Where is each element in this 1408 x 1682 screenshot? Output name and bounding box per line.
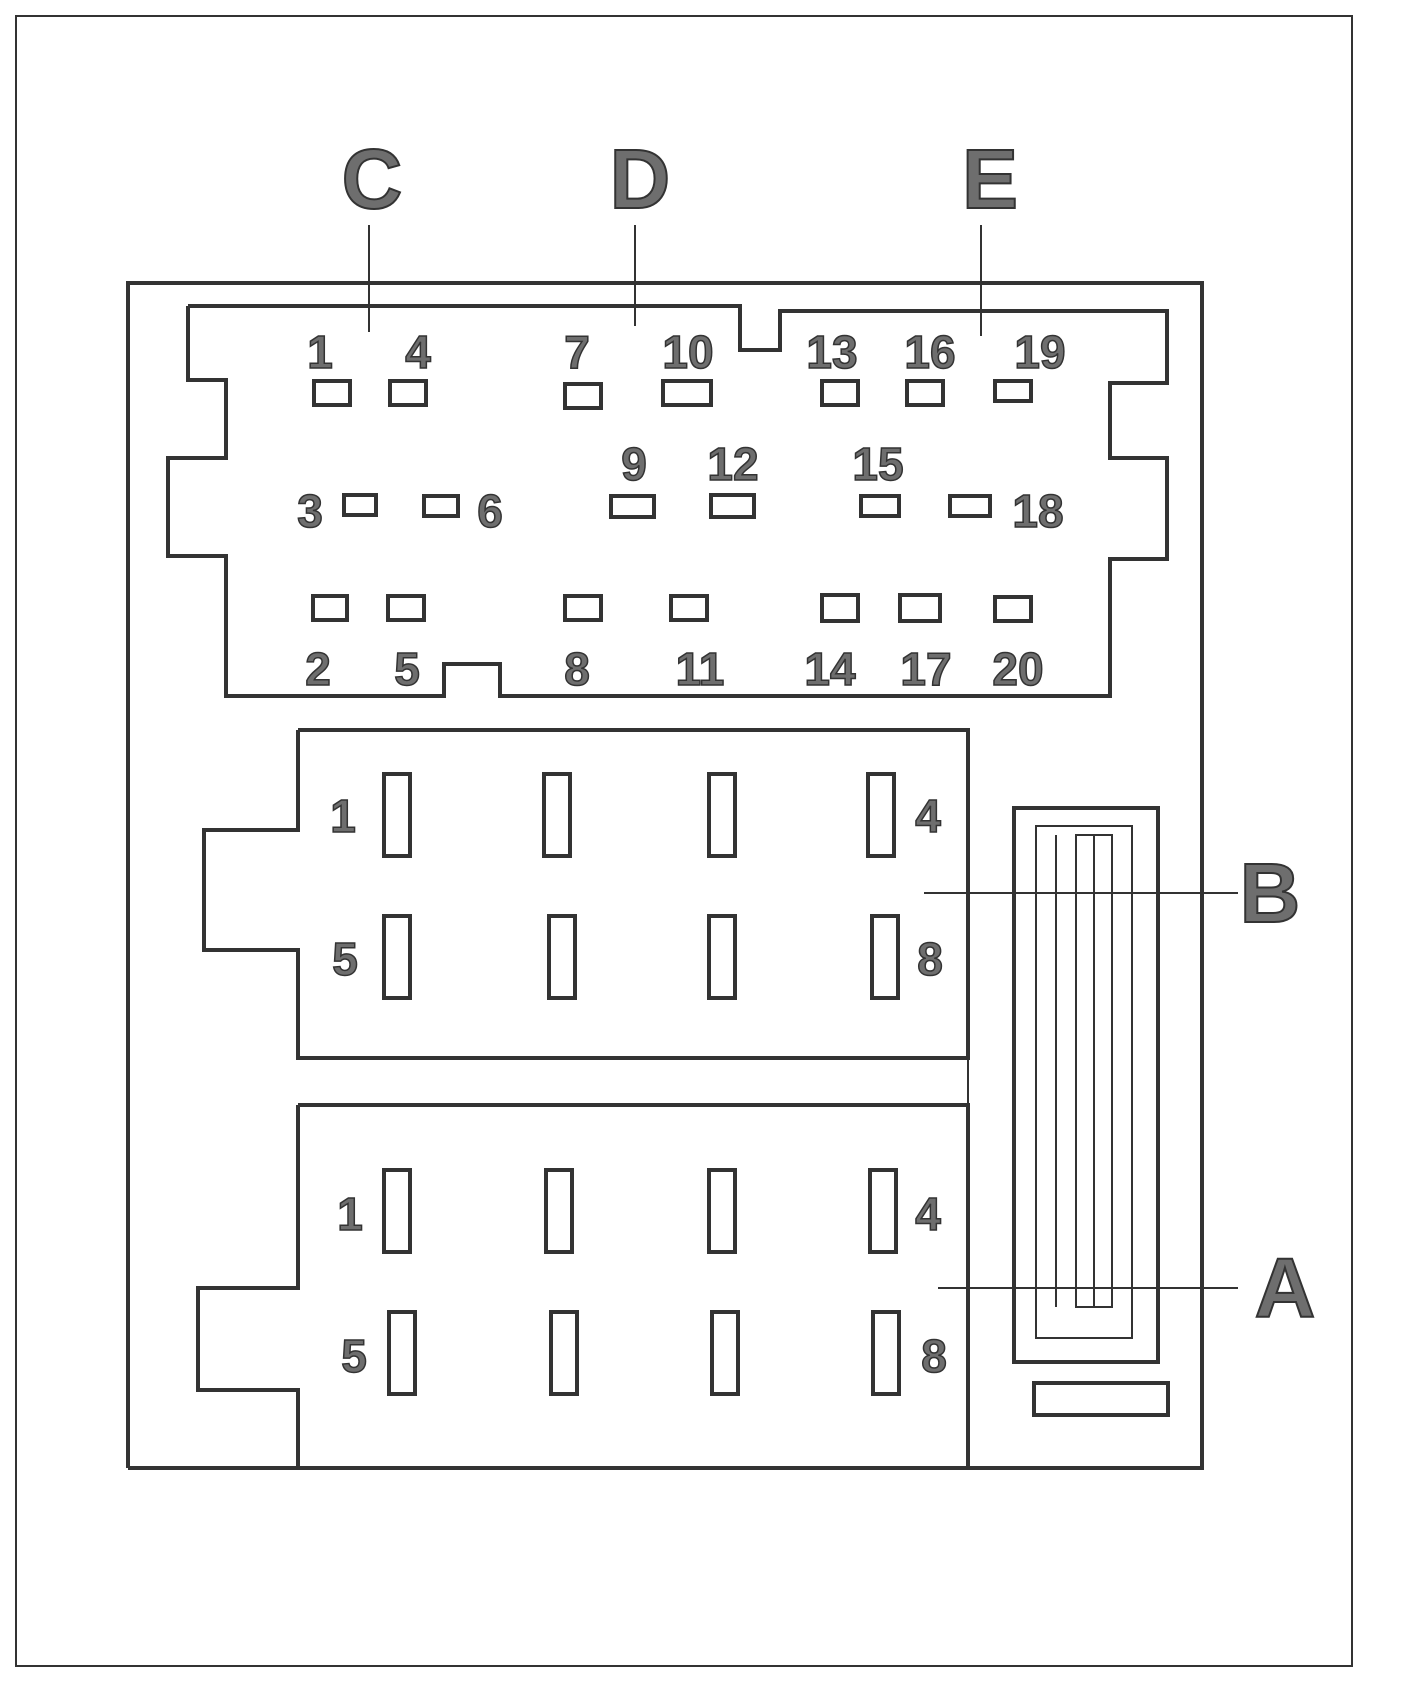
section-label-a: A: [1255, 1241, 1316, 1335]
pin-12: [709, 493, 756, 519]
connector-b-pin: [382, 914, 412, 1000]
top-connector-pins: [311, 379, 1033, 623]
pin-2: [311, 594, 349, 622]
connector-b-number-1: 1: [330, 790, 356, 842]
pin-10: [661, 379, 713, 407]
connector-b-pin: [866, 772, 896, 858]
connector-a-pin: [868, 1168, 898, 1254]
connector-a-number-4: 4: [915, 1188, 941, 1240]
pin-number-1: 1: [307, 326, 333, 378]
pin-19: [993, 379, 1033, 403]
connector-a-pins: [382, 1168, 901, 1396]
pin-9: [609, 494, 656, 519]
top-connector-outline: [166, 304, 1169, 698]
pin-20: [993, 595, 1033, 623]
pin-number-19: 19: [1014, 326, 1065, 378]
connector-b-number-5: 5: [332, 933, 358, 985]
pin-6: [422, 494, 460, 518]
connector-a-number-5: 5: [341, 1330, 367, 1382]
pin-4: [388, 379, 428, 407]
connector-b-pin: [547, 914, 577, 1000]
section-label-b: B: [1240, 846, 1301, 940]
connector-a-pin: [549, 1310, 579, 1396]
pin-number-9: 9: [621, 438, 647, 490]
pin-number-2: 2: [305, 643, 331, 695]
pin-number-14: 14: [804, 643, 856, 695]
connector-b-pin: [382, 772, 412, 858]
section-label-e: E: [962, 132, 1018, 226]
pin-number-17: 17: [900, 643, 951, 695]
pin-7: [563, 382, 603, 410]
connector-b-pins: [382, 772, 900, 1000]
pin-number-16: 16: [904, 326, 955, 378]
pin-number-13: 13: [806, 326, 857, 378]
top-connector-numbers: 1 4 7 10 13 16 19 9 12 15 3 6 18 2 5 8 1…: [296, 325, 1066, 696]
connector-a-pin: [871, 1310, 901, 1396]
pin-number-3: 3: [297, 485, 323, 537]
connector-a-pin: [710, 1310, 740, 1396]
connector-a-pin: [544, 1168, 574, 1254]
pin-14: [820, 593, 860, 623]
connector-a-pin: [387, 1310, 417, 1396]
pin-15: [859, 494, 901, 518]
pin-3: [342, 493, 378, 517]
pin-1: [312, 379, 352, 407]
connector-b-pin: [707, 772, 737, 858]
section-label-d: D: [610, 132, 671, 226]
connector-b-pin: [707, 914, 737, 1000]
pin-18: [948, 494, 992, 518]
connector-b-number-8: 8: [917, 933, 943, 985]
pin-number-8: 8: [564, 643, 590, 695]
connector-b-number-4: 4: [915, 790, 941, 842]
connector-a-pin: [707, 1168, 737, 1254]
pin-11: [669, 594, 709, 622]
pin-number-6: 6: [477, 485, 503, 537]
pin-number-12: 12: [707, 438, 758, 490]
pin-number-18: 18: [1012, 485, 1063, 537]
pin-number-5: 5: [394, 643, 420, 695]
pin-number-20: 20: [992, 643, 1043, 695]
connector-a-number-1: 1: [337, 1188, 363, 1240]
pin-number-11: 11: [676, 643, 725, 695]
connector-b-pin: [542, 772, 572, 858]
connector-a-outline: [196, 1103, 970, 1470]
connector-a-number-8: 8: [921, 1330, 947, 1382]
pin-5: [386, 594, 426, 622]
pin-17: [898, 593, 942, 623]
latch-detail: [967, 806, 1170, 1468]
connector-b-outline: [202, 728, 970, 1060]
page-frame: [15, 15, 1353, 1667]
pin-number-7: 7: [564, 326, 590, 378]
pin-13: [820, 379, 860, 407]
pin-number-4: 4: [405, 326, 431, 378]
pin-number-10: 10: [662, 326, 713, 378]
connector-a-pin: [382, 1168, 412, 1254]
housing-outline: [126, 281, 1204, 1470]
pin-16: [905, 379, 945, 407]
section-label-c: C: [342, 132, 403, 226]
connector-b-pin: [870, 914, 900, 1000]
pin-8: [563, 594, 603, 622]
pin-number-15: 15: [852, 438, 903, 490]
